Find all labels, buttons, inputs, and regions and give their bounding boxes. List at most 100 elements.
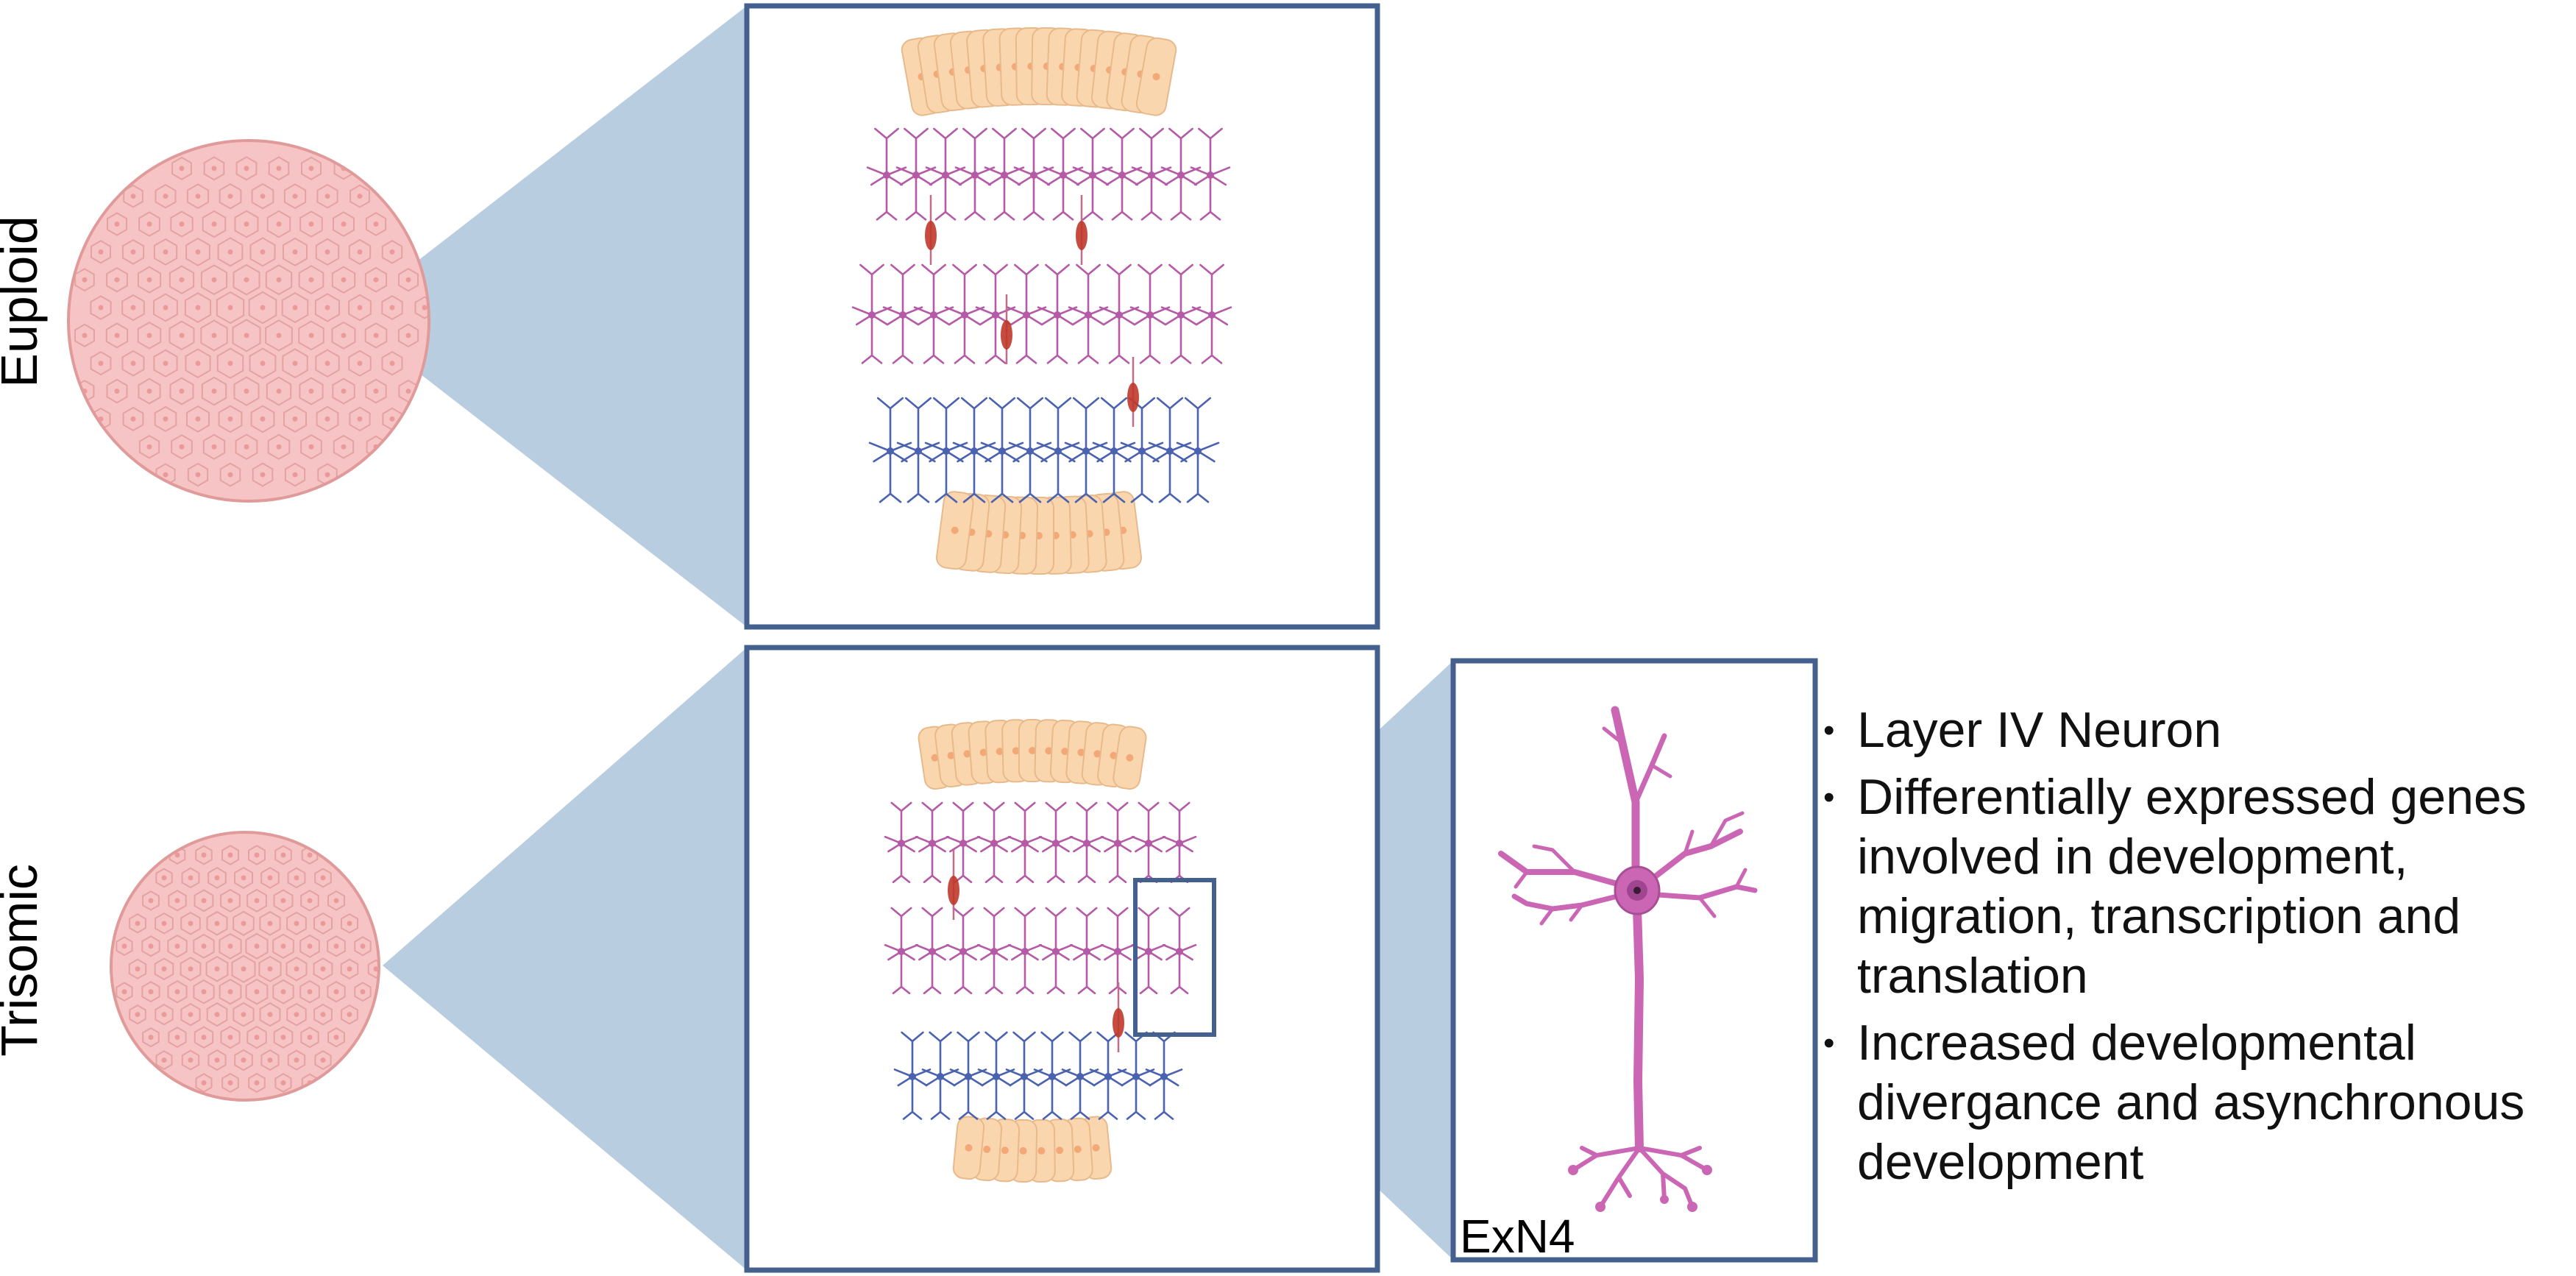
organoid-nucleus: [188, 875, 194, 881]
organoid-nucleus: [146, 277, 152, 283]
organoid-nucleus: [389, 249, 395, 255]
organoid-cell: [90, 295, 112, 320]
cortical-neuron: [1007, 907, 1043, 995]
organoid-nucleus: [114, 277, 120, 283]
organoid-cell: [235, 433, 258, 461]
organoid-cell: [314, 868, 332, 888]
organoid-trisomic: [110, 831, 380, 1102]
organoid-nucleus: [373, 221, 379, 227]
cortical-neuron: [1072, 127, 1113, 221]
organoid-nucleus: [163, 472, 168, 478]
organoid-nucleus: [214, 1012, 220, 1018]
organoid-cell: [266, 376, 292, 406]
organoid-nucleus: [292, 194, 298, 199]
cortical-neuron: [913, 263, 954, 364]
cortical-neuron: [1131, 127, 1172, 221]
organoid-cell: [381, 240, 403, 264]
organoid-nucleus: [227, 416, 233, 422]
organoid-cell: [184, 292, 212, 323]
organoid-cell: [170, 210, 194, 238]
organoid-cell: [180, 957, 202, 982]
cortical-neuron: [1120, 397, 1164, 503]
organoid-cell: [200, 264, 228, 296]
organoid-cell: [153, 238, 178, 266]
organoid-nucleus: [121, 989, 127, 995]
cortical-neuron: [1043, 127, 1084, 221]
organoid-cell: [313, 1003, 333, 1026]
organoid-nucleus: [227, 249, 233, 255]
organoid-nucleus: [98, 416, 104, 422]
organoid-nucleus: [82, 333, 88, 339]
organoid-nucleus: [161, 875, 167, 881]
organoid-cell: [298, 265, 324, 295]
organoid-cell: [205, 955, 229, 982]
organoid-nucleus: [146, 221, 152, 227]
organoid-cell: [195, 845, 213, 865]
cortical-neuron: [980, 397, 1024, 503]
organoid-nucleus: [405, 333, 411, 339]
organoid-nucleus: [201, 852, 207, 858]
cortical-neuron: [1006, 263, 1047, 364]
organoid-euploid: [67, 139, 430, 503]
cortical-neuron: [1069, 907, 1104, 995]
organoid-cell: [283, 237, 308, 266]
organoid-cell: [171, 156, 192, 180]
organoid-nucleus: [201, 1035, 207, 1041]
organoid-nucleus: [195, 194, 201, 199]
organoid-nucleus: [341, 333, 347, 339]
organoid-nucleus: [82, 277, 88, 283]
organoid-nucleus: [389, 305, 395, 311]
organoid-cell: [259, 911, 281, 936]
organoid-cell: [381, 350, 403, 376]
organoid-cell: [137, 322, 162, 350]
cortical-neuron: [954, 127, 996, 221]
organoid-nucleus: [227, 472, 233, 478]
organoid-nucleus: [121, 943, 127, 949]
organoid-cell: [245, 978, 269, 1005]
organoid-cell: [234, 1049, 253, 1071]
organoid-nucleus: [163, 416, 168, 422]
organoid-nucleus: [161, 966, 167, 972]
cortical-neuron: [949, 1031, 987, 1120]
organoid-nucleus: [307, 898, 313, 904]
organoid-nucleus: [324, 361, 330, 366]
cortical-neuron: [915, 907, 950, 995]
organoid-nucleus: [163, 249, 168, 255]
cortical-neuron: [1148, 397, 1192, 503]
organoid-nucleus: [294, 1057, 299, 1063]
organoid-cell: [300, 434, 322, 460]
organoid-nucleus: [214, 966, 220, 972]
organoid-cell: [414, 296, 429, 319]
organoid-cell: [216, 291, 245, 325]
cortical-neuron: [1131, 801, 1166, 884]
organoid-cell: [106, 378, 128, 404]
organoid-cell: [348, 238, 372, 265]
organoid-cell: [327, 935, 346, 957]
organoid-cell: [327, 890, 345, 911]
organoid-nucleus: [294, 921, 299, 926]
organoid-nucleus: [114, 333, 120, 339]
organoid-cell: [74, 268, 95, 292]
organoid-nucleus: [130, 249, 136, 255]
organoid-cell: [316, 183, 338, 209]
organoid-cell: [195, 1073, 213, 1093]
organoid-cell: [141, 935, 160, 957]
organoid-nucleus: [227, 898, 233, 904]
organoid-cell: [281, 291, 309, 324]
organoid-nucleus: [280, 1080, 286, 1086]
organoid-nucleus: [227, 194, 233, 199]
organoid-nucleus: [211, 389, 217, 394]
cortical-neuron: [925, 127, 966, 221]
organoid-nucleus: [320, 1057, 326, 1063]
exn4-label: ExN4: [1460, 1210, 1575, 1263]
organoid-cell: [315, 349, 340, 378]
organoid-cell: [314, 1050, 332, 1071]
organoid-cell: [364, 266, 388, 293]
organoid-nucleus: [163, 305, 168, 311]
organoid-nucleus: [373, 277, 379, 283]
organoid-cell: [287, 1049, 306, 1071]
migrating-cell: [1113, 982, 1124, 1052]
organoid-cell: [286, 911, 307, 935]
organoid-cell: [283, 183, 307, 210]
organoid-cell: [273, 889, 294, 912]
